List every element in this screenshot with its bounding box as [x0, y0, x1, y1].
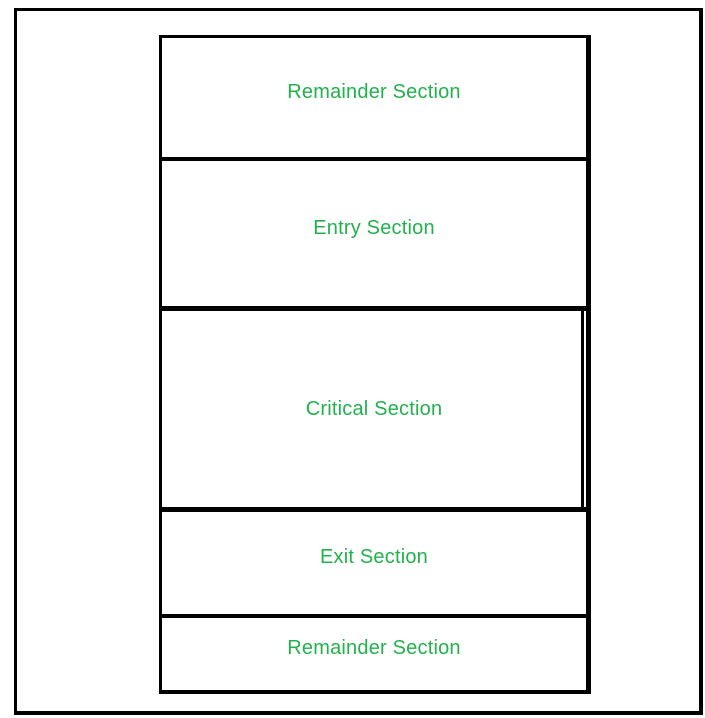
critical-section-box: Critical Section	[162, 306, 586, 507]
remainder-section-bottom-label: Remainder Section	[287, 637, 461, 659]
entry-section-box: Entry Section	[162, 157, 586, 306]
entry-section-label: Entry Section	[313, 216, 435, 239]
remainder-section-top-label: Remainder Section	[287, 80, 461, 103]
exit-section-box: Exit Section	[162, 507, 586, 614]
remainder-section-top-box: Remainder Section	[162, 38, 586, 157]
remainder-section-bottom-box: Remainder Section	[162, 614, 586, 690]
outer-frame: Remainder Section Entry Section Critical…	[14, 8, 703, 715]
critical-section-label: Critical Section	[305, 398, 443, 420]
exit-section-label: Exit Section	[319, 546, 428, 568]
section-stack: Remainder Section Entry Section Critical…	[159, 35, 591, 694]
